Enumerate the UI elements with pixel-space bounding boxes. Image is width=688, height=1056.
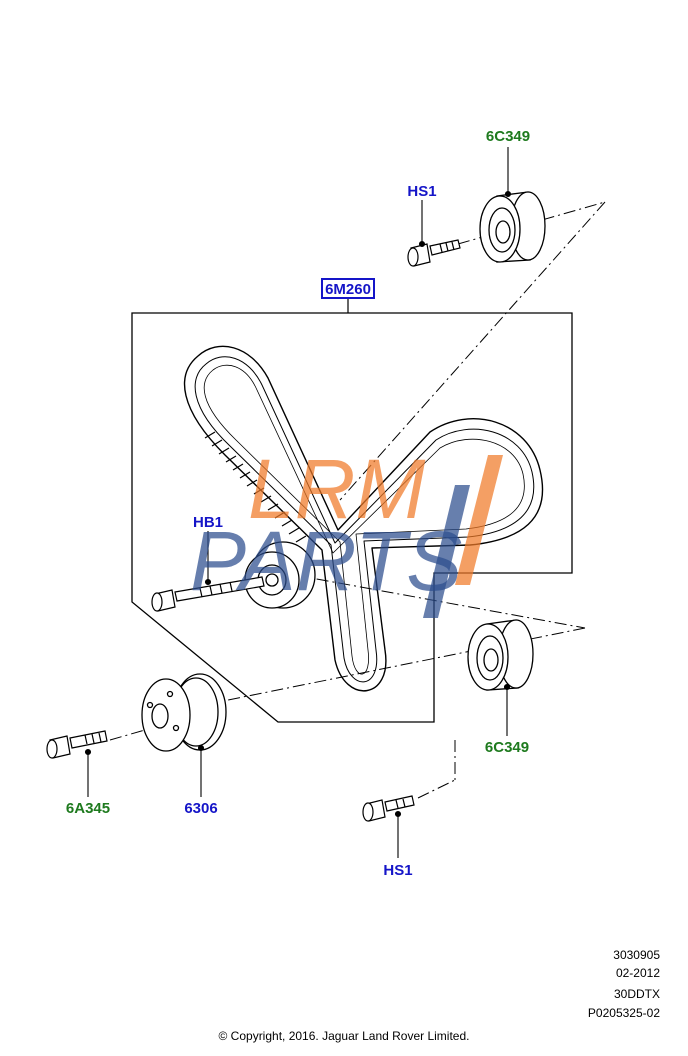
bolt-crank xyxy=(46,730,108,759)
callout-bolt-bottom[interactable]: HS1 xyxy=(383,862,412,879)
callout-tensioner-pulley-top[interactable]: 6C349 xyxy=(486,128,530,145)
metadata-line3: 30DDTX xyxy=(613,987,660,1001)
belt-kit-outline xyxy=(131,312,573,723)
timing-belt xyxy=(184,345,544,692)
crank-sprocket xyxy=(141,673,227,752)
watermark-slash-blue xyxy=(423,485,470,618)
watermark-line2: PARTS xyxy=(190,514,462,608)
callout-tensioner-pulley-bottom[interactable]: 6C349 xyxy=(485,739,529,756)
bolt-top xyxy=(407,239,461,267)
callout-bolt-idler[interactable]: HB1 xyxy=(193,514,223,531)
metadata-line1: 3030905 xyxy=(613,948,660,962)
callout-bolt-crank[interactable]: 6A345 xyxy=(66,800,110,817)
callout-belt-kit-box xyxy=(321,278,375,299)
tensioner-pulley-top xyxy=(479,191,546,263)
watermark: LRM PARTS xyxy=(190,442,503,618)
watermark-slash-orange xyxy=(455,455,503,585)
tensioner-pulley-bottom xyxy=(467,619,534,691)
metadata-line2: 02-2012 xyxy=(615,966,660,980)
bolt-idler xyxy=(151,576,265,612)
bolt-bottom xyxy=(362,795,415,822)
idler-pulley xyxy=(244,541,316,609)
watermark-line1: LRM xyxy=(248,442,425,536)
callout-crank-sprocket[interactable]: 6306 xyxy=(184,800,217,817)
callout-belt-kit[interactable]: 6M260 xyxy=(325,281,371,298)
copyright-text: © Copyright, 2016. Jaguar Land Rover Lim… xyxy=(218,1029,470,1043)
leader-lines xyxy=(84,147,512,858)
metadata-line4: P0205325-02 xyxy=(587,1006,660,1020)
belt-teeth xyxy=(204,431,307,543)
callout-bolt-top[interactable]: HS1 xyxy=(407,183,436,200)
